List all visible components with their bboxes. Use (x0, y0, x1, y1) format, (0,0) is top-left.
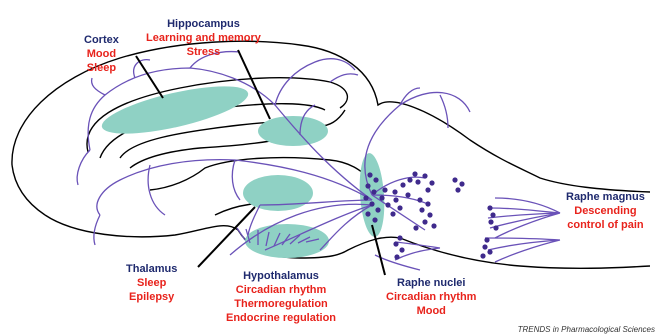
brain-regions (98, 77, 387, 258)
thalamus-function-2: Epilepsy (126, 290, 177, 304)
hypothalamus-label: Hypothalamus Circadian rhythm Thermoregu… (226, 269, 336, 325)
cortex-function-2: Sleep (84, 61, 119, 75)
raphe-magnus-function-1: Descending (566, 204, 645, 218)
journal-credit: TRENDS in Pharmacological Sciences (518, 325, 655, 334)
cortex-function-1: Mood (84, 47, 119, 61)
raphe-magnus-label: Raphe magnus Descending control of pain (566, 190, 645, 232)
hypothalamus-function-1: Circadian rhythm (226, 283, 336, 297)
hippocampus-function-2: Stress (146, 45, 261, 59)
hippocampus-function-1: Learning and memory (146, 31, 261, 45)
hippocampus-label: Hippocampus Learning and memory Stress (146, 17, 261, 59)
hippocampus-title: Hippocampus (146, 17, 261, 31)
hypothalamus-function-3: Endocrine regulation (226, 311, 336, 325)
cortex-region (98, 77, 252, 144)
raphe-nuclei-function-1: Circadian rhythm (386, 290, 476, 304)
cortex-title: Cortex (84, 33, 119, 47)
thalamus-region (243, 175, 313, 211)
thalamus-function-1: Sleep (126, 276, 177, 290)
raphe-magnus-function-2: control of pain (566, 218, 645, 232)
thalamus-title: Thalamus (126, 262, 177, 276)
raphe-nuclei-label: Raphe nuclei Circadian rhythm Mood (386, 276, 476, 318)
raphe-nuclei-function-2: Mood (386, 304, 476, 318)
thalamus-label: Thalamus Sleep Epilepsy (126, 262, 177, 304)
hippocampus-region (258, 116, 328, 146)
hypothalamus-title: Hypothalamus (226, 269, 336, 283)
hypothalamus-function-2: Thermoregulation (226, 297, 336, 311)
cortex-leader (136, 56, 163, 98)
raphe-nuclei-title: Raphe nuclei (386, 276, 476, 290)
raphe-magnus-title: Raphe magnus (566, 190, 645, 204)
brain-outline (12, 41, 650, 268)
hippocampus-leader (238, 50, 270, 119)
cortex-label: Cortex Mood Sleep (84, 33, 119, 75)
